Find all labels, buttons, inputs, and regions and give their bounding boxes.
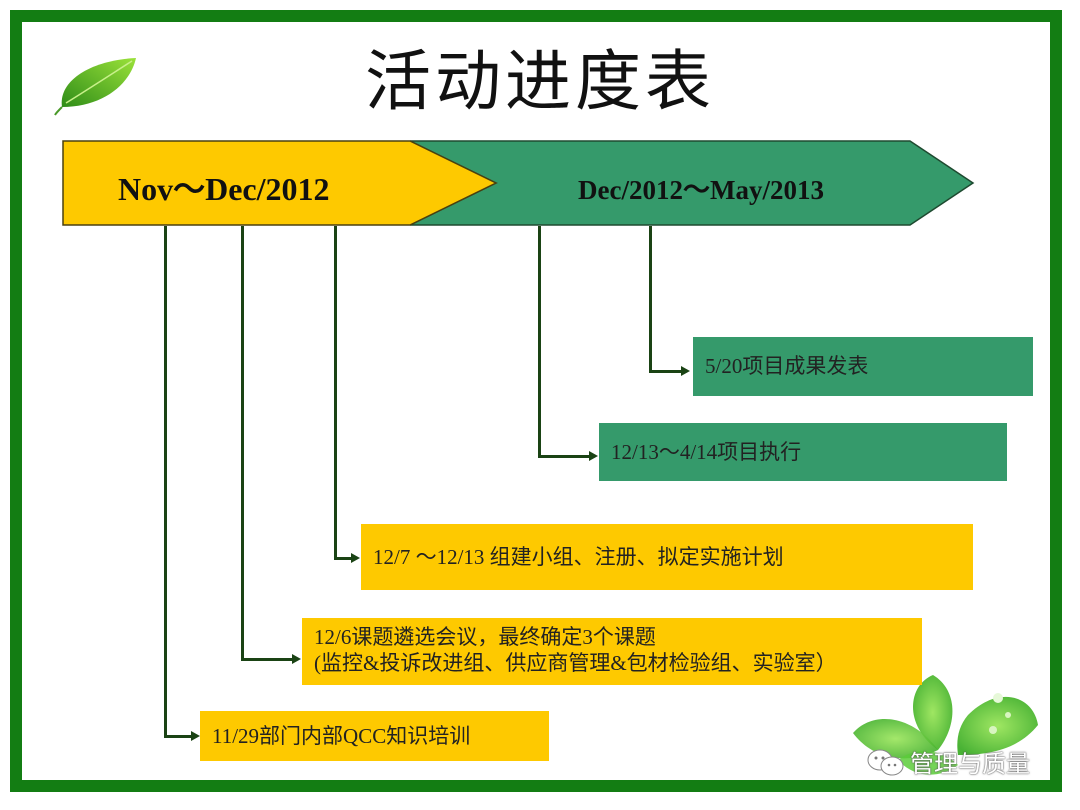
milestone-text: 5/20项目成果发表 bbox=[705, 354, 869, 379]
milestone-126: 12/6课题遴选会议，最终确定3个课题 (监控&投诉改进组、供应商管理&包材检验… bbox=[302, 618, 922, 685]
arrow-icon bbox=[191, 731, 200, 741]
arrow-icon bbox=[351, 553, 360, 563]
connector-126-h bbox=[241, 658, 293, 661]
milestone-1213: 12/13～4/14项目执行 bbox=[599, 423, 1007, 481]
milestone-520: 5/20项目成果发表 bbox=[693, 337, 1033, 396]
arrow-icon bbox=[292, 654, 301, 664]
connector-127 bbox=[334, 226, 337, 560]
milestone-text-line2: (监控&投诉改进组、供应商管理&包材检验组、实验室） bbox=[314, 651, 837, 676]
milestone-text-line1: 12/6课题遴选会议，最终确定3个课题 bbox=[314, 625, 656, 649]
page-title: 活动进度表 bbox=[365, 43, 715, 120]
connector-520 bbox=[649, 226, 652, 373]
milestone-1129: 11/29部门内部QCC知识培训 bbox=[200, 711, 549, 761]
milestone-text: 12/7 ～12/13 组建小组、注册、拟定实施计划 bbox=[373, 544, 784, 569]
watermark-text: 管理与质量 bbox=[910, 750, 1030, 778]
phase-1-label: Nov～Dec/2012 bbox=[118, 171, 330, 207]
connector-1129-h bbox=[164, 735, 192, 738]
phase-2-label: Dec/2012～May/2013 bbox=[578, 175, 824, 205]
connector-1129 bbox=[164, 226, 167, 737]
leaves-icon bbox=[853, 675, 1038, 775]
leaf-icon bbox=[54, 58, 136, 116]
connector-126 bbox=[241, 226, 244, 661]
connector-520-h bbox=[649, 370, 682, 373]
connector-1213 bbox=[538, 226, 541, 458]
milestone-text: 11/29部门内部QCC知识培训 bbox=[212, 723, 471, 748]
connector-1213-h bbox=[538, 455, 590, 458]
arrow-icon bbox=[681, 366, 690, 376]
connector-127-h bbox=[334, 557, 352, 560]
milestone-text: 12/13～4/14项目执行 bbox=[611, 439, 802, 464]
milestone-127: 12/7 ～12/13 组建小组、注册、拟定实施计划 bbox=[361, 524, 973, 590]
wechat-icon bbox=[867, 749, 904, 776]
phase-arrows bbox=[62, 140, 975, 226]
arrow-icon bbox=[589, 451, 598, 461]
